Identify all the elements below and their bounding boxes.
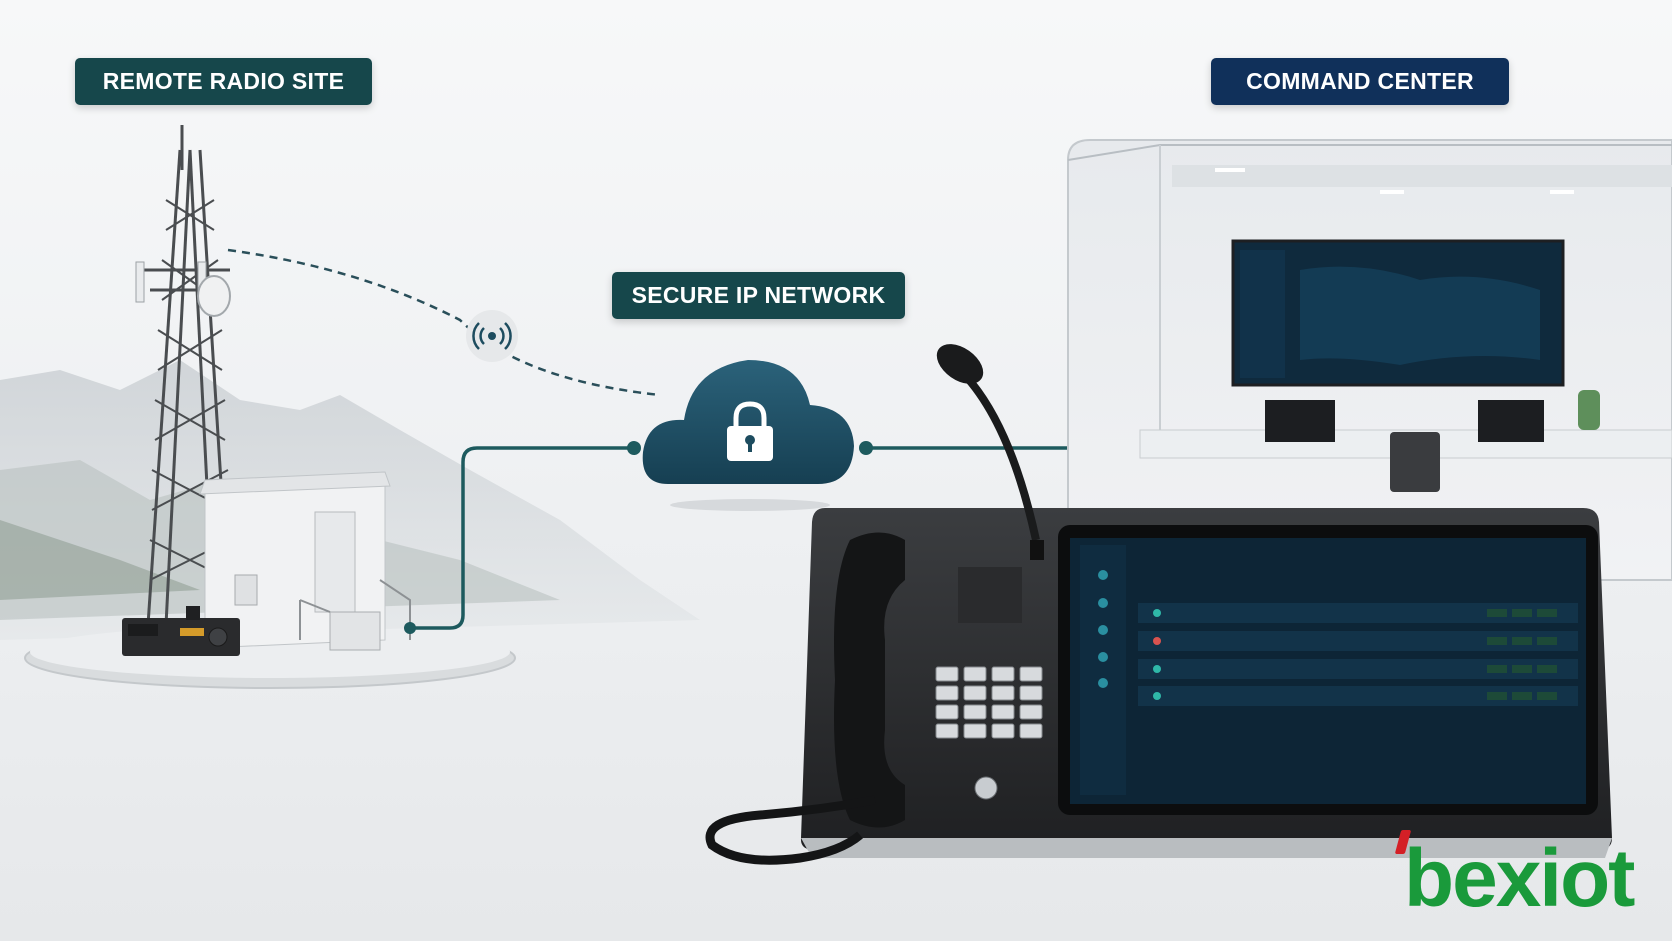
wireless-signal-icon <box>466 310 518 362</box>
bexiot-logo: bexiot <box>1394 830 1635 920</box>
console-keypad <box>935 666 1043 739</box>
secure-ip-network-label: SECURE IP NETWORK <box>612 272 905 319</box>
padlock-icon <box>727 401 773 461</box>
radio-base-station <box>122 606 240 656</box>
wireless-link <box>227 248 661 397</box>
command-center-room <box>1067 139 1672 581</box>
logo-text: bexiot <box>1404 833 1635 924</box>
remote-radio-site-label: REMOTE RADIO SITE <box>75 58 372 105</box>
command-center-label: COMMAND CENTER <box>1211 58 1509 105</box>
console-screen-ui <box>1080 545 1578 795</box>
wired-link-site <box>410 446 632 630</box>
cloud-icon <box>642 360 854 511</box>
